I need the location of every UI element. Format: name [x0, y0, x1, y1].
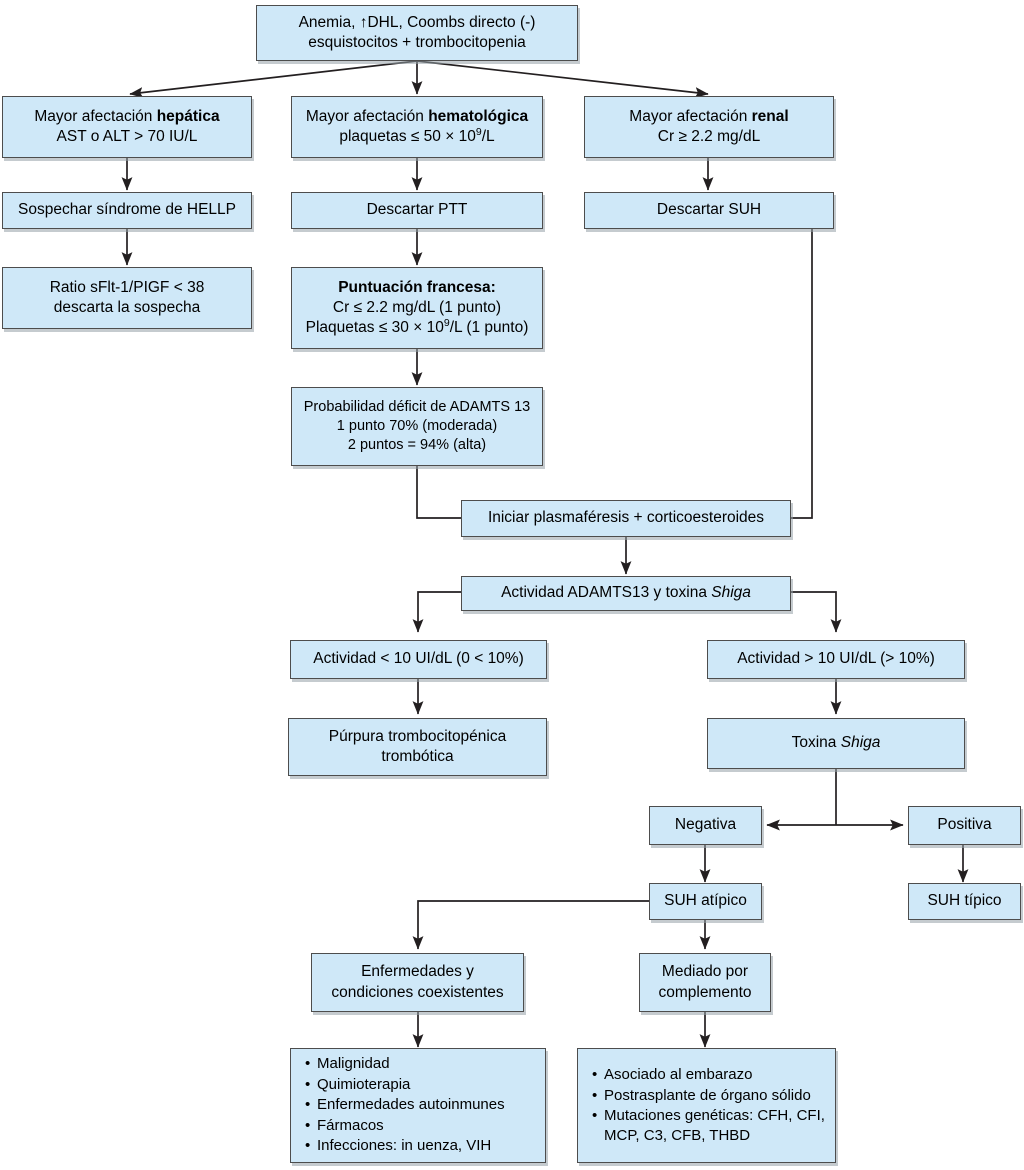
node-actividad-baja[interactable]: Actividad < 10 UI/dL (0 < 10%)	[290, 640, 547, 679]
node-suh-tipico[interactable]: SUH típico	[908, 883, 1021, 920]
edge-actividad-toxina-to-actividad-baja	[412, 591, 461, 633]
edge-probabilidad-to-iniciar	[416, 466, 461, 519]
enfermedades-line-1: Enfermedades y	[361, 963, 474, 981]
puntuacion-line-2: Cr ≤ 2.2 mg/dL (1 punto)	[332, 298, 502, 316]
ratio-line-2: descarta la sospecha	[53, 299, 201, 316]
ptt-final-line-2: trombótica	[381, 748, 454, 765]
hepatica-line-1: Mayor afectación hepática	[34, 107, 220, 125]
hematologica-line-2: plaquetas ≤ 50 × 109/L	[339, 125, 495, 145]
list-item: Quimioterapia	[305, 1075, 537, 1095]
probabilidad-line-1: Probabilidad déficit de ADAMTS 13	[303, 399, 531, 416]
node-actividad-alta[interactable]: Actividad > 10 UI/dL (> 10%)	[707, 640, 965, 679]
probabilidad-line-2: 1 punto 70% (moderada)	[336, 418, 498, 435]
node-suh-atipico[interactable]: SUH atípico	[649, 883, 762, 920]
lista-complemento-list: Asociado al embarazo Postrasplante de ór…	[590, 1065, 827, 1146]
suh-atipico-label: SUH atípico	[664, 892, 747, 910]
node-toxina-shiga[interactable]: Toxina Shiga	[707, 718, 965, 769]
node-hellp[interactable]: Sospechar síndrome de HELLP	[2, 192, 252, 229]
hematologica-line-1: Mayor afectación hematológica	[305, 107, 529, 125]
list-item: Fármacos	[305, 1116, 537, 1136]
suh-tipico-label: SUH típico	[927, 892, 1002, 910]
ratio-line-1: Ratio sFlt-1/PIGF < 38	[49, 278, 205, 296]
start-line-1: Anemia, ↑DHL, Coombs directo (-)	[298, 13, 536, 31]
actividad-toxina-italic: Shiga	[711, 584, 751, 602]
renal-emphasis: renal	[751, 107, 789, 125]
node-lista-enfermedades[interactable]: Malignidad Quimioterapia Enfermedades au…	[290, 1048, 546, 1163]
node-ptt-final[interactable]: Púrpura trombocitopénica trombótica	[288, 718, 547, 776]
negativa-label: Negativa	[674, 816, 737, 834]
node-descartar-ptt[interactable]: Descartar PTT	[291, 192, 543, 229]
actividad-toxina-label: Actividad ADAMTS13 y toxina Shiga	[501, 584, 751, 602]
list-item: Enfermedades autoinmunes	[305, 1095, 537, 1115]
node-lista-complemento[interactable]: Asociado al embarazo Postrasplante de ór…	[577, 1048, 836, 1163]
edge-start-to-renal	[416, 60, 709, 98]
hellp-label: Sospechar síndrome de HELLP	[18, 201, 236, 219]
renal-line-2: Cr ≥ 2.2 mg/dL	[657, 128, 761, 145]
node-puntuacion-francesa[interactable]: Puntuación francesa: Cr ≤ 2.2 mg/dL (1 p…	[291, 267, 543, 349]
list-item: Asociado al embarazo	[592, 1065, 827, 1085]
puntuacion-exponent: 9	[443, 316, 450, 329]
edge-start-to-hepatica	[129, 60, 418, 98]
renal-line-1: Mayor afectación renal	[629, 107, 789, 125]
node-renal[interactable]: Mayor afectación renal Cr ≥ 2.2 mg/dL	[584, 96, 834, 158]
node-descartar-suh[interactable]: Descartar SUH	[584, 192, 834, 229]
node-hematologica[interactable]: Mayor afectación hematológica plaquetas …	[291, 96, 543, 158]
puntuacion-line-3: Plaquetas ≤ 30 × 109/L (1 punto)	[305, 316, 529, 337]
hematologica-exponent: 9	[475, 125, 482, 138]
list-item: Mutaciones genéticas: CFH, CFI, MCP, C3,…	[592, 1106, 827, 1145]
hepatica-line-2: AST o ALT > 70 IU/L	[56, 128, 198, 145]
lista-enfermedades-list: Malignidad Quimioterapia Enfermedades au…	[303, 1054, 537, 1157]
edge-actividad-toxina-to-actividad-alta	[791, 591, 842, 633]
descartar-suh-label: Descartar SUH	[656, 201, 762, 219]
list-item: Postrasplante de órgano sólido	[592, 1086, 827, 1106]
mediado-line-1: Mediado por	[661, 963, 749, 981]
list-item: Infecciones: in uenza, VIH	[305, 1136, 537, 1156]
list-item: Malignidad	[305, 1054, 537, 1074]
start-line-2: esquistocitos + trombocitopenia	[308, 34, 526, 51]
node-ratio[interactable]: Ratio sFlt-1/PIGF < 38 descarta la sospe…	[2, 267, 252, 329]
hepatica-emphasis: hepática	[156, 107, 220, 125]
node-actividad-toxina[interactable]: Actividad ADAMTS13 y toxina Shiga	[461, 576, 791, 611]
toxina-shiga-label: Toxina Shiga	[791, 734, 881, 752]
node-mediado-complemento[interactable]: Mediado por complemento	[639, 953, 771, 1012]
node-negativa[interactable]: Negativa	[649, 806, 762, 845]
edge-suh-atipico-to-enfermedades	[412, 900, 649, 950]
puntuacion-title: Puntuación francesa:	[338, 278, 496, 296]
iniciar-label: Iniciar plasmaféresis + corticoesteroide…	[487, 509, 765, 527]
node-start[interactable]: Anemia, ↑DHL, Coombs directo (-) esquist…	[256, 5, 578, 61]
node-iniciar-plasmaferesis[interactable]: Iniciar plasmaféresis + corticoesteroide…	[461, 500, 791, 537]
positiva-label: Positiva	[937, 816, 992, 834]
node-probabilidad-adamts13[interactable]: Probabilidad déficit de ADAMTS 13 1 punt…	[291, 387, 543, 466]
actividad-baja-label: Actividad < 10 UI/dL (0 < 10%)	[313, 650, 524, 668]
probabilidad-line-3: 2 puntos = 94% (alta)	[347, 436, 487, 453]
node-hepatica[interactable]: Mayor afectación hepática AST o ALT > 70…	[2, 96, 252, 158]
enfermedades-line-2: condiciones coexistentes	[331, 983, 504, 1001]
toxina-shiga-italic: Shiga	[840, 734, 881, 752]
mediado-line-2: complemento	[658, 983, 752, 1001]
node-enfermedades-coexistentes[interactable]: Enfermedades y condiciones coexistentes	[311, 953, 524, 1012]
node-positiva[interactable]: Positiva	[908, 806, 1021, 845]
edge-descartar-suh-to-iniciar	[791, 228, 813, 519]
hematologica-emphasis: hematológica	[428, 107, 529, 125]
descartar-ptt-label: Descartar PTT	[366, 201, 468, 219]
ptt-final-line-1: Púrpura trombocitopénica	[328, 727, 507, 745]
actividad-alta-label: Actividad > 10 UI/dL (> 10%)	[737, 650, 935, 668]
